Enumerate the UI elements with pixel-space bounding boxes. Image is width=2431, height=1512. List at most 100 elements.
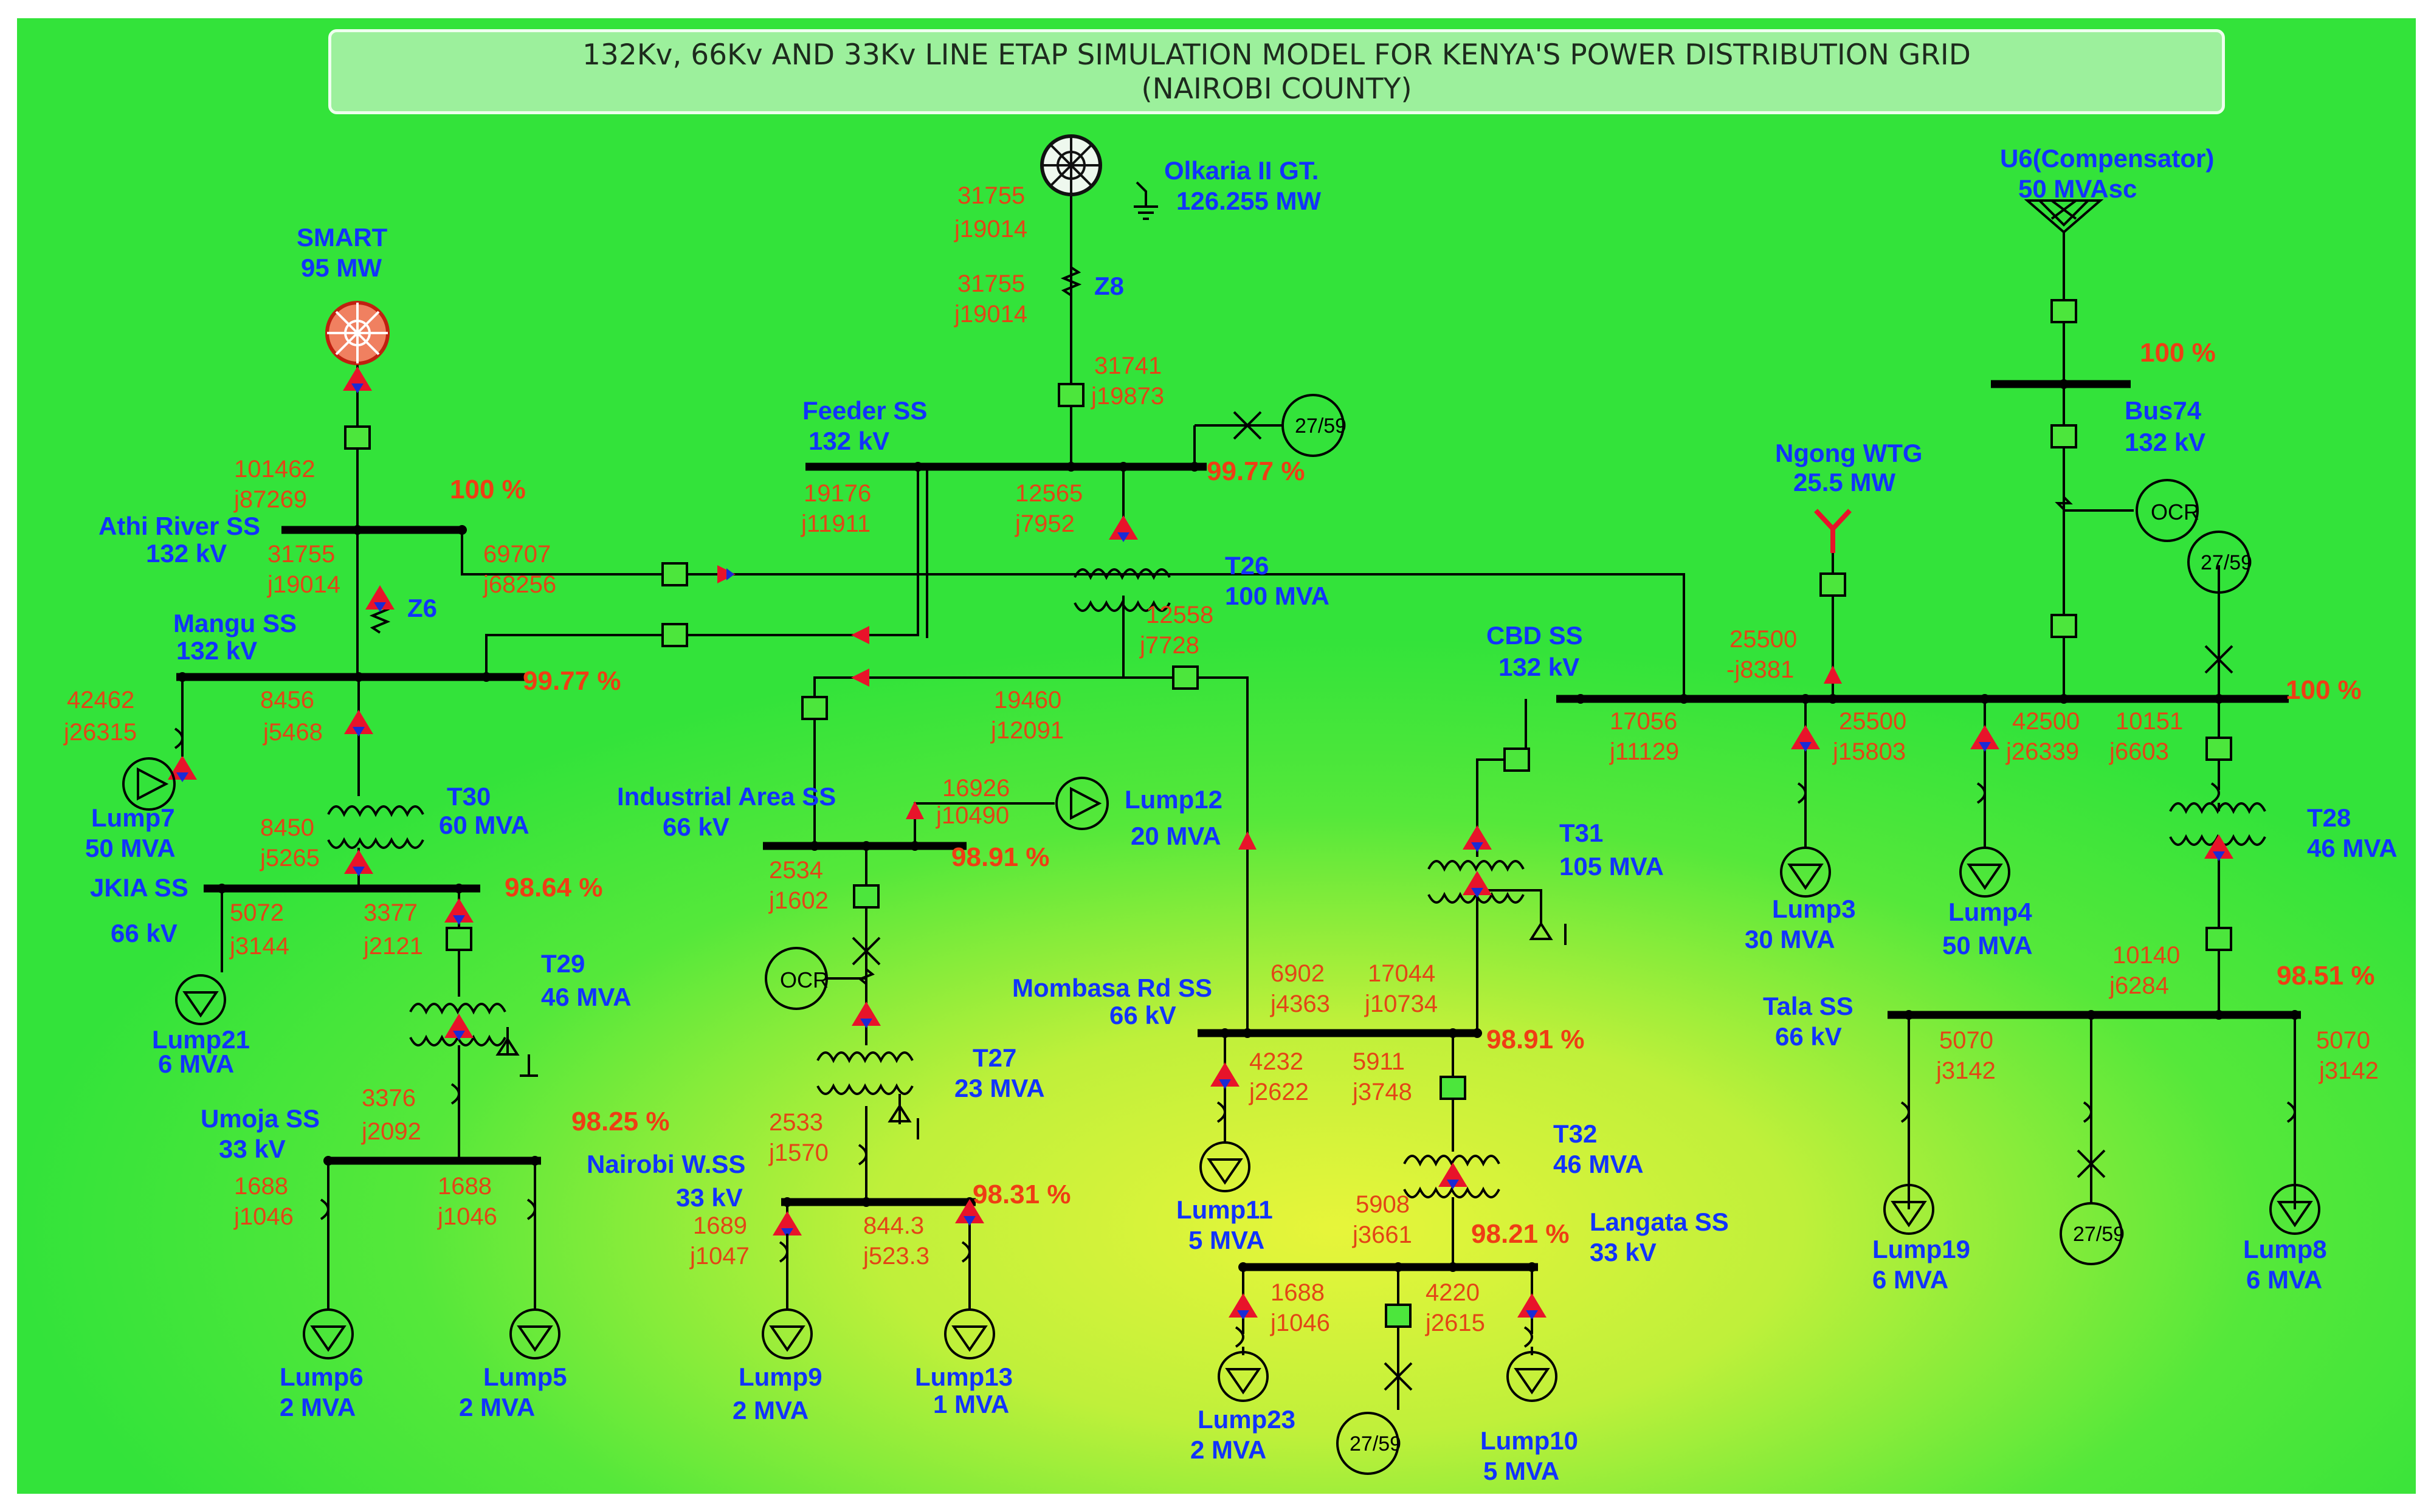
lump21-name: Lump21 — [152, 1025, 250, 1054]
flow-cbd-l4-p: 42500 — [2012, 708, 2080, 735]
lump4-rating: 50 MVA — [1942, 931, 2033, 960]
flow-t32-sec-q: j3661 — [1352, 1222, 1412, 1248]
smart-name: SMART — [297, 223, 388, 252]
flow-t27-sec-q: j1570 — [768, 1139, 829, 1166]
lump3-name: Lump3 — [1772, 895, 1856, 923]
langata-bus-kv: 33 kV — [1590, 1238, 1657, 1266]
bus74-name: Bus74 — [2125, 396, 2202, 425]
flow-t27-sec-p: 2533 — [769, 1109, 823, 1136]
flow-lan-l10-p: 4220 — [1426, 1279, 1480, 1306]
lump19-name: Lump19 — [1872, 1235, 1970, 1263]
flow-jkia-l21-p: 5072 — [230, 899, 284, 926]
t32-rating: 46 MVA — [1553, 1150, 1644, 1178]
flow-t28-sec-q: j6284 — [2109, 972, 2169, 999]
bus74-pct: 100 % — [2140, 338, 2216, 368]
flow-mom-in-p: 6902 — [1271, 960, 1325, 987]
relay-label-langata: 27/59 — [1350, 1432, 1401, 1455]
flow-t26-sec-p: 12558 — [1146, 602, 1213, 628]
mombasa-bus-kv: 66 kV — [1109, 1001, 1176, 1029]
flow-olk-b-q: j19014 — [954, 301, 1027, 328]
lump9-rating: 2 MVA — [733, 1396, 809, 1424]
mombasa-bus-name: Mombasa Rd SS — [1012, 974, 1212, 1002]
flow-mom-in-q: j4363 — [1270, 991, 1330, 1017]
flow-mangu-t30-q: j5468 — [263, 719, 323, 746]
flow-mom-t31-q: j10734 — [1364, 991, 1438, 1017]
flow-cbd-t31-q: j11129 — [1609, 738, 1679, 765]
load-icons — [122, 757, 2320, 1402]
flow-t30-sec-p: 8450 — [260, 814, 314, 841]
flow-ind-l12-p: 16926 — [942, 775, 1010, 802]
flow-umoja-l5-q: j1046 — [437, 1203, 497, 1230]
athi-bus-name: Athi River SS — [98, 512, 260, 540]
diagram-background — [17, 18, 2416, 1494]
jkia-bus-pct: 98.64 % — [505, 873, 602, 902]
lump12-rating: 20 MVA — [1131, 822, 1221, 850]
delta-grounding-icons — [495, 921, 1567, 1139]
lump21-rating: 6 MVA — [158, 1050, 234, 1078]
mombasa-bus-pct: 98.91 % — [1486, 1025, 1584, 1054]
flow-feeder-l-q: j11911 — [801, 510, 871, 537]
t29-name: T29 — [541, 949, 585, 978]
olkaria-generator-icon — [1042, 136, 1100, 194]
lump8-rating: 6 MVA — [2246, 1265, 2322, 1294]
t27-rating: 23 MVA — [954, 1074, 1045, 1102]
smart-flow-arrow — [343, 366, 372, 393]
u6-name: U6(Compensator) — [2000, 144, 2214, 173]
lump5-name: Lump5 — [483, 1363, 567, 1391]
power-flow-values: 31755 j19014 31755 j19014 31741 j19873 1… — [63, 182, 2379, 1336]
t30-rating: 60 MVA — [439, 811, 529, 839]
relay-label-tala: 27/59 — [2073, 1223, 2125, 1246]
flow-cbd-l3-q: j15803 — [1832, 738, 1906, 765]
athi-bus-pct: 100 % — [450, 475, 526, 504]
lump5-rating: 2 MVA — [459, 1393, 535, 1421]
lump7-name: Lump7 — [91, 803, 175, 832]
flow-athi-z6-p: 31755 — [267, 541, 335, 568]
flow-mom-l11-q: j2622 — [1249, 1079, 1309, 1105]
flow-athi-cbd-p: 69707 — [483, 541, 551, 568]
langata-bus-pct: 98.21 % — [1471, 1219, 1569, 1249]
t28-rating: 46 MVA — [2307, 834, 2398, 862]
flow-arrows — [168, 515, 2233, 1320]
relay-label-cbd: 27/59 — [2201, 551, 2252, 574]
flow-jkia-l21-q: j3144 — [229, 933, 289, 960]
ngong-rating: 25.5 MW — [1793, 468, 1895, 497]
flow-umoja-l6-q: j1046 — [233, 1203, 294, 1230]
t29-rating: 46 MVA — [541, 983, 632, 1011]
flow-t30-sec-q: j5265 — [260, 845, 320, 871]
flow-jkia-t29-q: j2121 — [363, 933, 423, 960]
flow-t32-sec-p: 5908 — [1356, 1191, 1410, 1218]
nairobi-w-bus-kv: 33 kV — [676, 1183, 743, 1212]
flow-olk-a-p: 31755 — [957, 182, 1025, 209]
relay-label-feeder: 27/59 — [1295, 414, 1347, 438]
umoja-bus-name: Umoja SS — [201, 1104, 320, 1133]
lump6-rating: 2 MVA — [280, 1393, 356, 1421]
feeder-bus-kv: 132 kV — [809, 427, 889, 455]
flow-ind-l12-q: j10490 — [936, 802, 1009, 829]
umoja-bus-kv: 33 kV — [219, 1135, 286, 1163]
flow-feeder-t26-p: 12565 — [1015, 480, 1083, 507]
smart-generator-icon — [325, 301, 390, 365]
olkaria-rating: 126.255 MW — [1176, 187, 1321, 215]
flow-nw-l13-q: j523.3 — [863, 1243, 929, 1270]
cbd-bus-kv: 132 kV — [1498, 653, 1579, 681]
flow-umoja-l5-p: 1688 — [438, 1173, 492, 1200]
lump3-rating: 30 MVA — [1745, 925, 1835, 954]
smart-rating: 95 MW — [301, 253, 382, 282]
z8-impedance-icon — [1060, 266, 1082, 297]
lump4-name: Lump4 — [1948, 898, 2032, 926]
jkia-bus-name: JKIA SS — [90, 873, 188, 902]
flow-ind-t27-p: 2534 — [769, 857, 823, 884]
industrial-bus-name: Industrial Area SS — [617, 782, 836, 811]
langata-bus-name: Langata SS — [1590, 1208, 1729, 1236]
flow-mangu-l7-p: 42462 — [67, 687, 134, 713]
t31-rating: 105 MVA — [1559, 852, 1664, 881]
flow-nw-l9-p: 1689 — [693, 1212, 747, 1239]
tala-bus-kv: 66 kV — [1775, 1022, 1842, 1051]
flow-t28-sec-p: 10140 — [2112, 942, 2180, 969]
flow-mom-t32-p: 5911 — [1353, 1048, 1405, 1075]
nairobi-w-bus-name: Nairobi W.SS — [587, 1150, 745, 1178]
ground-icon — [1134, 181, 1158, 220]
flow-feeder-t26-q: j7952 — [1015, 510, 1075, 537]
olkaria-name: Olkaria II GT. — [1164, 156, 1319, 185]
flow-ind-t27-q: j1602 — [768, 887, 829, 914]
